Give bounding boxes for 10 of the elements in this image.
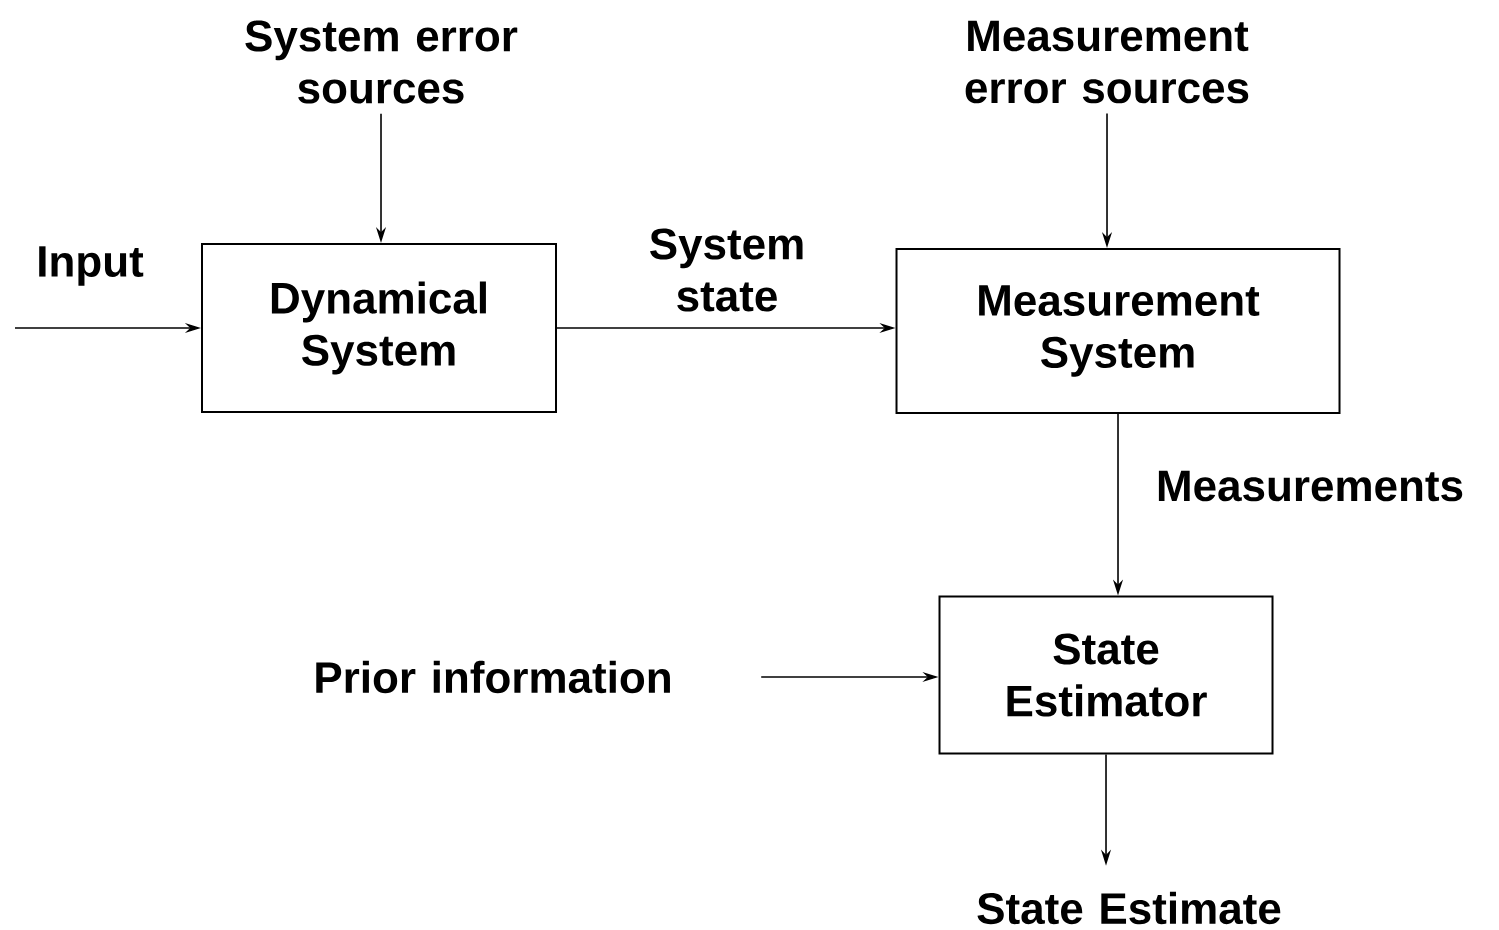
text-label: System error sources <box>245 20 518 104</box>
text-label: Prior information <box>316 660 670 694</box>
process-box: Measurement System <box>895 248 1341 414</box>
text-label: State Estimate <box>977 891 1281 925</box>
process-box: State Estimator <box>938 595 1274 755</box>
edge-label: Measurements <box>1158 470 1463 502</box>
process-box: Dynamical System <box>201 243 557 413</box>
edge-label: System state <box>650 228 803 312</box>
edge-label: Input <box>39 246 144 286</box>
text-label: Measurement error sources <box>965 20 1249 104</box>
